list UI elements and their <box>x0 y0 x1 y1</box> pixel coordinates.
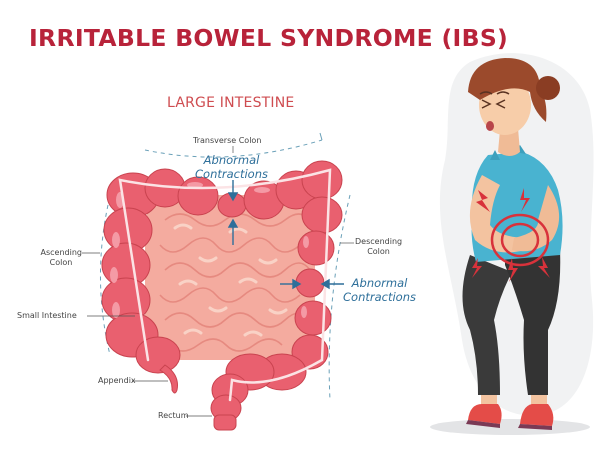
annotation-top-line1: Abnormal <box>203 153 260 167</box>
label-ascending-colon-line1: Ascending <box>40 248 82 257</box>
annotation-right-line1: Abnormal <box>351 276 408 290</box>
colon-graphic <box>101 160 343 431</box>
label-appendix: Appendix <box>98 376 136 385</box>
label-descending-colon-line1: Descending <box>355 237 403 246</box>
annotation-abnormal-contractions-right: Abnormal Contractions <box>343 276 416 304</box>
woman-figure <box>430 58 590 435</box>
label-descending-colon-line2: Colon <box>367 247 390 256</box>
annotation-right-line2: Contractions <box>343 290 416 304</box>
label-ascending-colon-line2: Colon <box>49 258 73 267</box>
pain-lightning-icon <box>472 188 550 282</box>
label-small-intestine: Small Intestine <box>17 311 77 320</box>
pained-face <box>479 91 510 109</box>
leader-lines <box>82 146 354 417</box>
pain-ring-icon <box>490 213 550 267</box>
small-intestine-graphic <box>145 195 315 360</box>
contraction-arrows <box>227 180 344 290</box>
label-rectum: Rectum <box>158 411 189 420</box>
page-title: IRRITABLE BOWEL SYNDROME (IBS) <box>29 24 509 52</box>
label-transverse-colon: Transverse Colon <box>193 136 262 145</box>
annotation-top-line2: Contractions <box>195 167 268 181</box>
guide-lines <box>99 139 351 401</box>
annotation-abnormal-contractions-top: Abnormal Contractions <box>195 153 268 181</box>
diagram-heading: LARGE INTESTINE <box>167 95 295 111</box>
label-ascending-colon: Ascending Colon <box>40 248 82 268</box>
label-descending-colon: Descending Colon <box>355 237 402 257</box>
